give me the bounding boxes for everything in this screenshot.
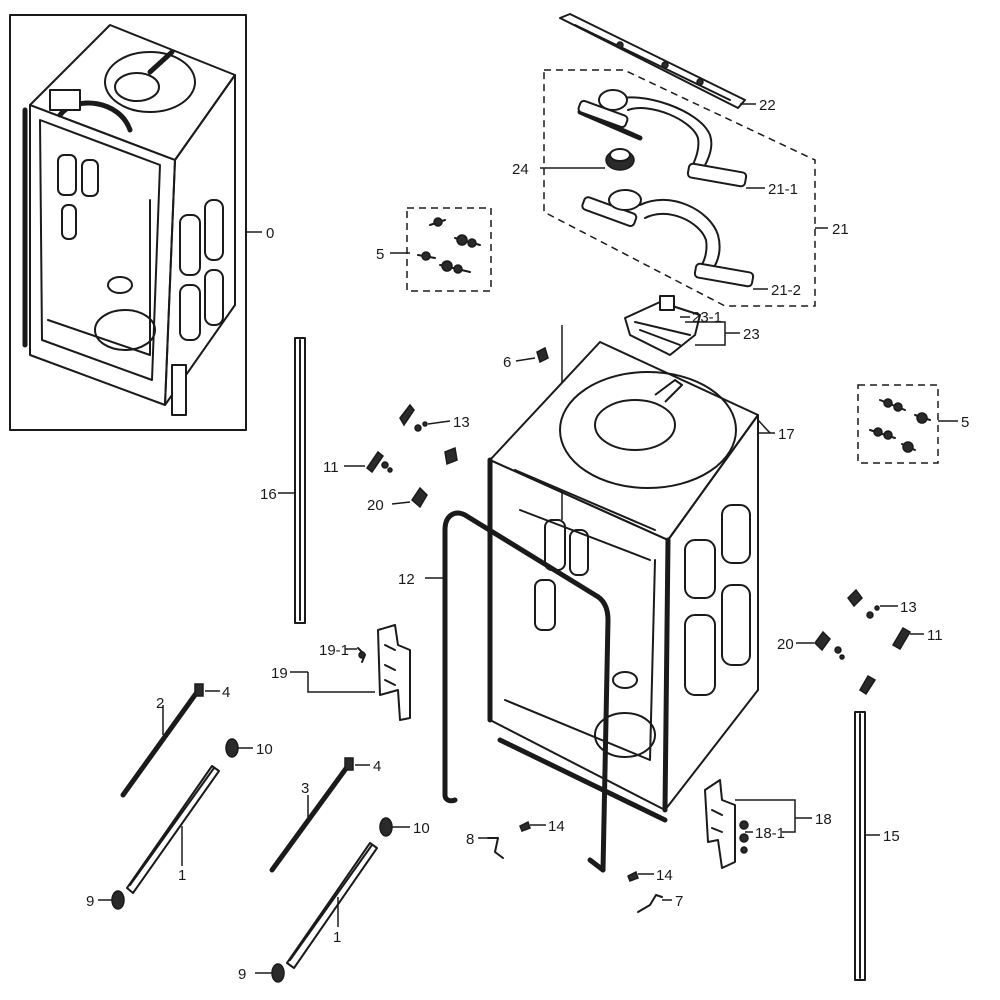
callout-18-1: 18-1 <box>755 825 785 842</box>
callout-19: 19 <box>271 665 288 682</box>
callout-8: 8 <box>466 831 474 848</box>
part-23-vent: 23-1 23 <box>624 295 760 356</box>
callout-3: 3 <box>301 780 309 797</box>
callout-23: 23 <box>743 326 760 343</box>
left-rails: 4 2 10 1 9 <box>86 683 273 910</box>
callout-4-left: 4 <box>222 684 230 701</box>
part-22-top-rail: 22 <box>559 13 776 114</box>
callout-11-right: 11 <box>927 627 943 644</box>
inset-tub-drawing <box>22 24 236 416</box>
part-21-2-lower-arm <box>581 189 755 288</box>
callout-15: 15 <box>883 828 900 845</box>
callout-19-1: 19-1 <box>319 642 349 659</box>
part-18-hinge-bracket-right: 18-1 18 <box>704 779 832 869</box>
callout-13-left: 13 <box>453 414 470 431</box>
callout-20-left: 20 <box>367 497 384 514</box>
part-3-rail <box>269 760 353 873</box>
part-19-hinge-bracket-left: 19-1 19 <box>271 624 411 721</box>
callout-1-left: 1 <box>178 867 186 884</box>
part-1-rail-left <box>126 765 220 894</box>
callout-6: 6 <box>503 354 511 371</box>
callout-16: 16 <box>260 486 277 503</box>
callout-10-mid: 10 <box>413 820 430 837</box>
part-5-screws-right: 5 <box>857 384 969 464</box>
callout-5-right: 5 <box>961 414 969 431</box>
small-parts-bottom: 8 14 14 7 <box>466 818 683 913</box>
part-1-rail-mid <box>286 842 378 969</box>
callout-21: 21 <box>832 221 849 238</box>
callout-1-mid: 1 <box>333 929 341 946</box>
inset-frame <box>9 14 247 431</box>
callout-7: 7 <box>675 893 683 910</box>
callout-22: 22 <box>759 97 776 114</box>
callout-23-1: 23-1 <box>692 309 722 326</box>
callout-13-right: 13 <box>900 599 917 616</box>
callout-14-upper: 14 <box>548 818 565 835</box>
callout-21-1: 21-1 <box>768 181 798 198</box>
callout-11-left: 11 <box>323 459 339 476</box>
callout-9-left: 9 <box>86 893 94 910</box>
left-hinge-small-parts: 13 11 20 <box>323 403 470 514</box>
part-15-side-strip: 15 <box>854 711 900 981</box>
callout-14-lower: 14 <box>656 867 673 884</box>
part-12-door-gasket: 12 <box>398 510 611 873</box>
right-hinge-small-parts: 13 20 11 <box>777 588 943 696</box>
callout-0: 0 <box>266 225 274 242</box>
part-24-spray-nozzle: 24 <box>512 148 635 178</box>
callout-12: 12 <box>398 571 415 588</box>
part-21-spray-arm-group: 24 21-1 21-2 21 <box>512 69 849 307</box>
callout-2: 2 <box>156 695 164 712</box>
part-16-side-strip: 16 <box>260 337 306 624</box>
part-2-rail <box>120 685 203 798</box>
callout-17: 17 <box>778 426 795 443</box>
callout-10-left: 10 <box>256 741 273 758</box>
middle-rails: 4 3 10 1 9 <box>238 757 430 983</box>
callout-24: 24 <box>512 161 529 178</box>
inset-assembly: 0 <box>9 14 274 431</box>
callout-5-left: 5 <box>376 246 384 263</box>
group-21-dashed-outline <box>543 69 816 307</box>
callout-20-right: 20 <box>777 636 794 653</box>
callout-18: 18 <box>815 811 832 828</box>
callout-4-mid: 4 <box>373 758 381 775</box>
part-21-1-upper-arm <box>577 89 748 188</box>
part-5-screws-left: 5 <box>376 207 492 292</box>
callout-21-2: 21-2 <box>771 282 801 299</box>
part-17-main-tub: 17 <box>487 341 795 823</box>
callout-9-bottom: 9 <box>238 966 246 983</box>
